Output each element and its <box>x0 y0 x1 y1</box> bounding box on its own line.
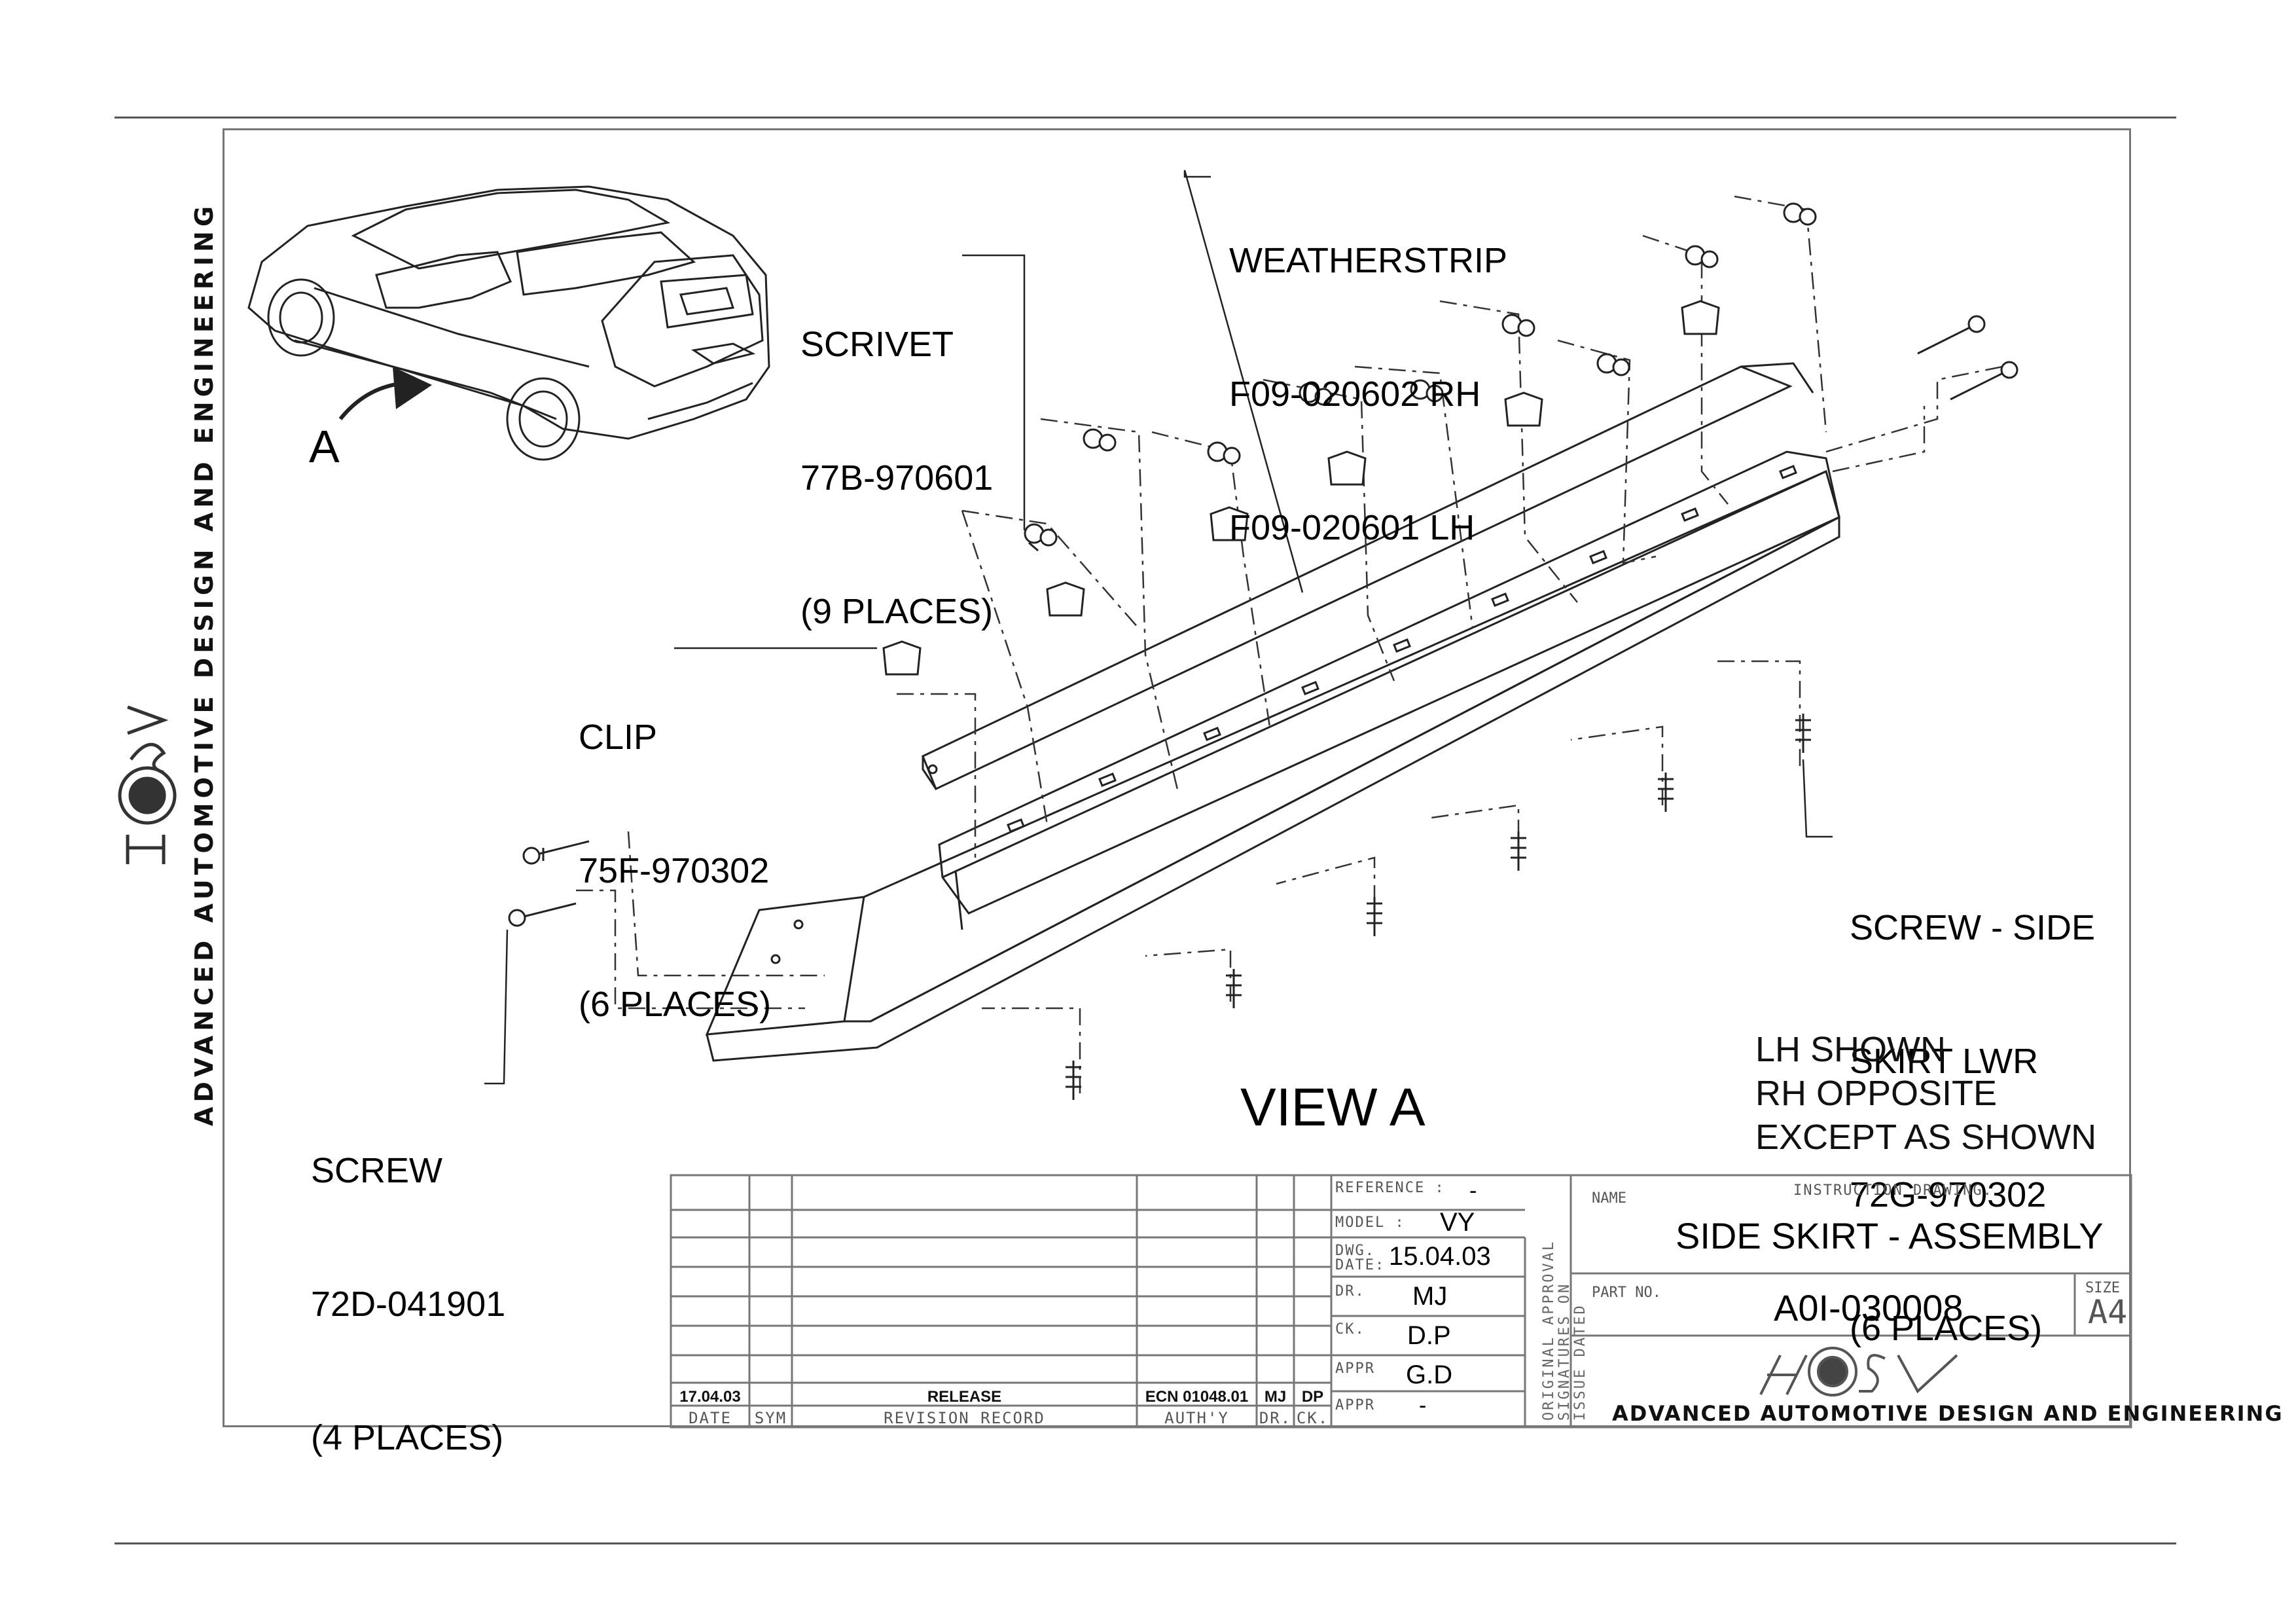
rev-header-dr: DR. <box>1259 1409 1292 1427</box>
top-rule <box>115 117 2176 119</box>
revision-description: RELEASE <box>927 1388 1002 1406</box>
part-no-value: A0I-030008 <box>1774 1287 1964 1328</box>
view-title: VIEW A <box>1240 1078 1426 1137</box>
revision-ck: DP <box>1301 1388 1324 1406</box>
model-label: MODEL : <box>1335 1214 1405 1231</box>
rear-screws <box>508 315 2018 927</box>
approval-note: ORIGINAL APPROVAL SIGNATURES ON ISSUE DA… <box>1541 1239 1588 1421</box>
appr2-value: - <box>1419 1393 1427 1418</box>
rev-header-date: DATE <box>689 1409 732 1427</box>
hsv-logo-side <box>118 705 177 864</box>
side-skirt-screws <box>1066 714 1811 1100</box>
screw-callout: SCREW 72D-041901 (4 PLACES) <box>311 1059 505 1549</box>
ck-value: D.P <box>1407 1321 1451 1350</box>
part-no-label: PART NO. <box>1592 1285 1661 1301</box>
hand-note: LH SHOWN RH OPPOSITE EXCEPT AS SHOWN <box>1755 1028 2096 1159</box>
company-banner-vertical: ADVANCED AUTOMOTIVE DESIGN AND ENGINEERI… <box>190 201 219 1126</box>
revision-dr: MJ <box>1264 1388 1287 1406</box>
weatherstrip-callout: WEATHERSTRIP F09-020602 RH F09-020601 LH <box>1229 149 1507 639</box>
appr2-label: APPR <box>1335 1397 1375 1413</box>
drawing-title: SIDE SKIRT - ASSEMBLY <box>1676 1215 2104 1256</box>
side-skirt-part <box>705 450 1840 1062</box>
clip-callout: CLIP 75F-970302 (6 PLACES) <box>579 626 771 1116</box>
side-screw-qty: (6 PLACES) <box>1850 1309 2043 1348</box>
clip-fasteners <box>882 300 1720 676</box>
note-line-1: LH SHOWN <box>1755 1030 1946 1069</box>
clip-part-no: 75F-970302 <box>579 851 770 890</box>
dwg-label-1: DWG. <box>1335 1243 1375 1259</box>
company-name: ADVANCED AUTOMOTIVE DESIGN AND ENGINEERI… <box>1612 1401 2284 1426</box>
reference-label: REFERENCE : <box>1335 1180 1445 1196</box>
view-marker: A <box>309 421 340 472</box>
size-value: A4 <box>2088 1293 2128 1331</box>
scrivet-callout: SCRIVET 77B-970601 (9 PLACES) <box>800 233 993 723</box>
revision-date: 17.04.03 <box>679 1388 741 1406</box>
rev-header-record: REVISION RECORD <box>884 1409 1045 1427</box>
weatherstrip-part <box>922 362 1814 791</box>
model-value: VY <box>1440 1208 1475 1237</box>
scrivet-part-no: 77B-970601 <box>800 458 994 498</box>
rev-header-ck: CK. <box>1296 1409 1329 1427</box>
rev-header-authy: AUTH'Y <box>1164 1409 1229 1427</box>
leader-lines <box>484 170 1833 1085</box>
dr-value: MJ <box>1412 1282 1448 1311</box>
side-screw-part-no: 72G-970302 <box>1850 1175 2047 1214</box>
dwg-label-2: DATE: <box>1335 1257 1386 1273</box>
weatherstrip-rh-part: F09-020602 RH <box>1229 374 1481 414</box>
reference-value: - <box>1469 1178 1477 1203</box>
car-illustration <box>247 185 770 461</box>
drawing-type: INSTRUCTION DRAWING. <box>1793 1182 1993 1199</box>
scrivet-fasteners <box>1024 202 1817 552</box>
name-label: NAME <box>1592 1190 1626 1207</box>
ck-label: CK. <box>1335 1321 1365 1338</box>
appr-label: APPR <box>1335 1360 1375 1377</box>
side-screw-label-2: SKIRT LWR <box>1850 1042 2039 1081</box>
side-screw-callout: SCREW - SIDE SKIRT LWR 72G-970302 (6 PLA… <box>1850 816 2095 1440</box>
clip-qty: (6 PLACES) <box>579 985 772 1024</box>
screw-qty: (4 PLACES) <box>311 1418 504 1457</box>
clip-label: CLIP <box>579 718 658 757</box>
bottom-rule <box>115 1542 2176 1544</box>
screw-part-no: 72D-041901 <box>311 1285 506 1324</box>
dwg-date-value: 15.04.03 <box>1389 1242 1491 1271</box>
appr-value: G.D <box>1406 1360 1453 1389</box>
rev-header-sym: SYM <box>754 1409 787 1427</box>
title-block-grid <box>670 1174 2132 1429</box>
size-label: SIZE <box>2085 1280 2120 1296</box>
scrivet-qty: (9 PLACES) <box>800 592 994 631</box>
dr-label: DR. <box>1335 1283 1365 1300</box>
note-line-2: RH OPPOSITE <box>1755 1074 1998 1113</box>
scrivet-label: SCRIVET <box>800 325 954 364</box>
weatherstrip-lh-part: F09-020601 LH <box>1229 508 1475 547</box>
hsv-logo-titleblock <box>1759 1347 1958 1396</box>
side-screw-label-1: SCREW - SIDE <box>1850 908 2096 947</box>
weatherstrip-label: WEATHERSTRIP <box>1229 241 1508 280</box>
note-line-3: EXCEPT AS SHOWN <box>1755 1118 2097 1157</box>
screw-label: SCREW <box>311 1151 442 1190</box>
revision-ecn: ECN 01048.01 <box>1145 1388 1249 1406</box>
